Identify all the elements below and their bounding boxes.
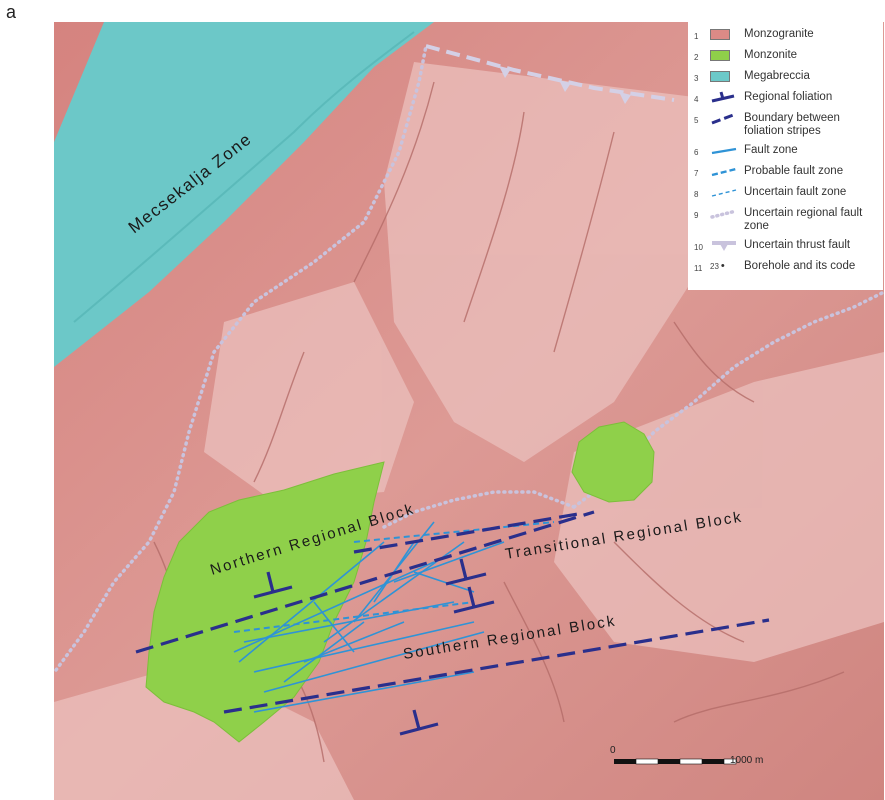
legend-item-label: Monzogranite <box>744 28 814 40</box>
legend-item-number: 10 <box>694 243 703 252</box>
legend: 1 Monzogranite 2 Monzonite 3 Megabreccia 4 Regi… <box>688 22 883 290</box>
legend-symbol-fill-monzogranite <box>710 28 740 41</box>
foliation-boundaries <box>135 510 770 714</box>
scale-end: 1000 m <box>730 755 763 766</box>
legend-item-label: Megabreccia <box>744 70 810 82</box>
legend-item: 7 Probable fault zone <box>694 165 879 180</box>
legend-item-label: Uncertain regional fault zone <box>744 207 863 232</box>
scale-bar: 0 1000 m <box>610 745 763 766</box>
fault-zones <box>233 521 505 713</box>
borehole-dot-icon: • <box>720 260 725 272</box>
legend-item-number: 11 <box>694 264 703 273</box>
monzonite-body-west <box>145 461 385 743</box>
thrust-fault-line <box>425 44 675 102</box>
legend-item: 2 Monzonite <box>694 49 879 64</box>
legend-symbol-dash-blue <box>710 165 740 178</box>
legend-symbol-line-blue <box>710 144 740 157</box>
legend-item-label: Monzonite <box>744 49 798 61</box>
legend-symbol-borehole: 23• <box>710 260 740 273</box>
thrust-teeth <box>499 66 631 104</box>
probable-fault-zones <box>233 521 555 633</box>
legend-symbol-fine-dash-blue <box>710 186 740 199</box>
monzonite-body-east <box>571 421 655 503</box>
legend-item-label: Borehole and its code <box>744 260 856 272</box>
legend-item: 10 Uncertain thrust fault <box>694 239 879 254</box>
legend-item: 9 Uncertain regional fault zone <box>694 207 879 233</box>
legend-item-number: 3 <box>694 74 699 83</box>
legend-symbol-dotted-lilac <box>710 207 740 220</box>
foliation-symbols <box>253 558 495 736</box>
legend-item-number: 4 <box>694 95 699 104</box>
legend-symbol-foliation-tick <box>710 91 740 104</box>
legend-symbol-thrust <box>710 239 740 252</box>
legend-item-number: 1 <box>694 32 699 41</box>
scale-start: 0 <box>610 745 616 756</box>
legend-item: 8 Uncertain fault zone <box>694 186 879 201</box>
legend-item-label: Regional foliation <box>744 91 833 103</box>
legend-symbol-fill-megabreccia <box>710 70 740 83</box>
legend-item-number: 7 <box>694 169 699 178</box>
panel-letter: a <box>6 2 17 22</box>
legend-item: 1 Monzogranite <box>694 28 879 43</box>
legend-item: 3 Megabreccia <box>694 70 879 85</box>
ridge-shading <box>153 81 845 763</box>
legend-item-label: Probable fault zone <box>744 165 844 177</box>
legend-item: 6 Fault zone <box>694 144 879 159</box>
legend-item: 4 Regional foliation <box>694 91 879 106</box>
hill-relief <box>54 62 884 800</box>
legend-symbol-fill-monzonite <box>710 49 740 62</box>
legend-item-number: 8 <box>694 190 699 199</box>
legend-item-label: Boundary between foliation stripes <box>744 112 840 137</box>
legend-item-number: 5 <box>694 116 699 125</box>
legend-item-number: 6 <box>694 148 699 157</box>
legend-symbol-dash-dark <box>710 112 740 125</box>
legend-item-number: 9 <box>694 211 699 220</box>
legend-item-label: Fault zone <box>744 144 798 156</box>
borehole-code: 23 <box>710 262 719 271</box>
regional-fault-line <box>54 44 428 672</box>
legend-item-number: 2 <box>694 53 699 62</box>
legend-item-label: Uncertain fault zone <box>744 186 847 198</box>
legend-item-label: Uncertain thrust fault <box>744 239 851 251</box>
megabreccia-band <box>54 22 434 367</box>
legend-item: 5 Boundary between foliation stripes <box>694 112 879 138</box>
regional-fault-line-mid <box>382 490 576 529</box>
legend-item: 11 23• Borehole and its code <box>694 260 879 275</box>
